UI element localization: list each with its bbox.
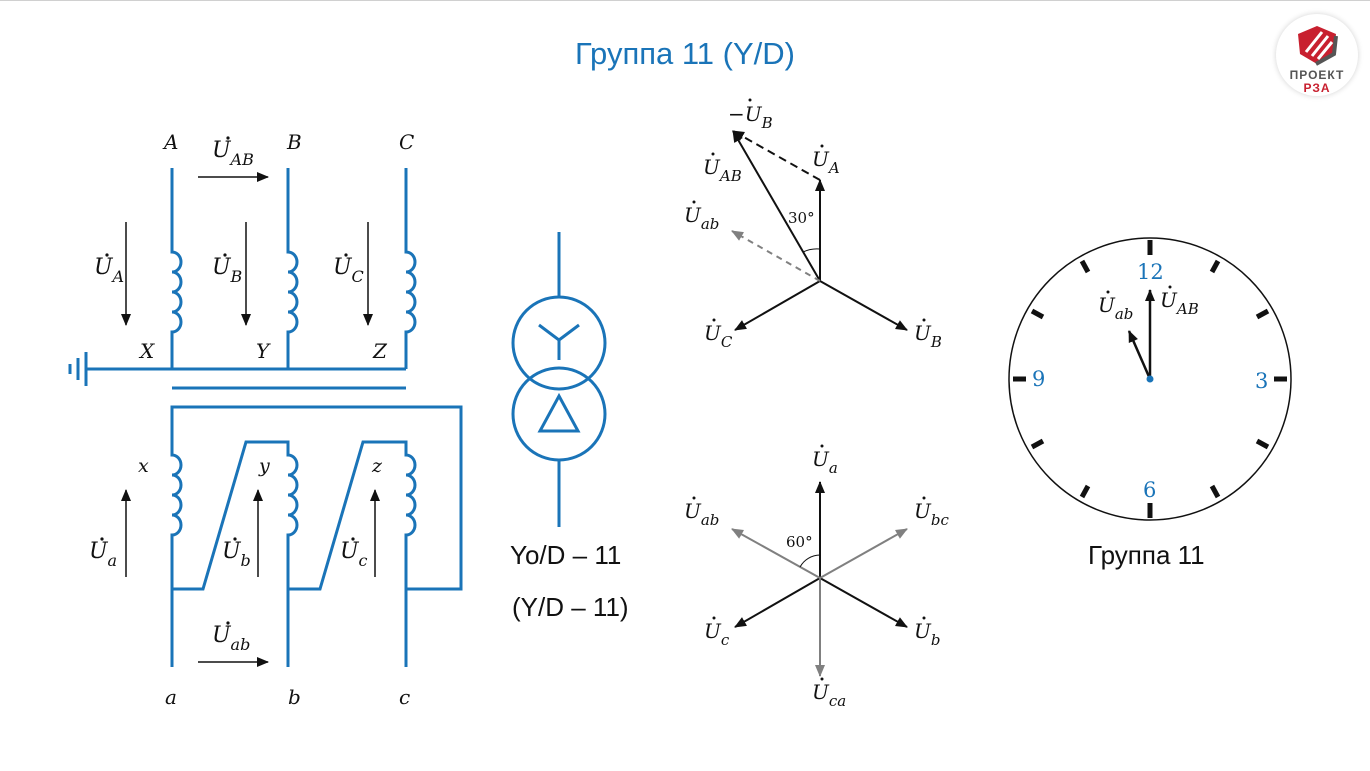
phasor-Ub [819, 577, 908, 628]
terminal-C: C [399, 130, 414, 154]
phasor-minus-UB [732, 130, 821, 181]
end-Y: Y [256, 339, 271, 363]
angle-arc-60 [799, 554, 821, 568]
star-icon [538, 323, 580, 360]
label-UB: UB [914, 321, 942, 351]
delta-icon [537, 392, 581, 433]
label-uab-primary: UAB [212, 138, 254, 169]
phasor-Ubc [819, 528, 908, 579]
logo-shield-icon [1298, 26, 1338, 66]
schematic-labels: A B C X Y Z x y z a b c UAB UA UB UC Ua … [89, 130, 414, 709]
ground-icon [68, 352, 88, 386]
clock-caption: Группа 11 [1088, 540, 1205, 570]
clock-dots [1106, 285, 1172, 294]
phasor-dots-secondary [692, 444, 926, 681]
clock-center [1146, 375, 1154, 383]
schematic-arrows [121, 172, 380, 667]
phasor-Uc [734, 577, 821, 628]
phasor-UC [734, 280, 821, 331]
label-Uc: Uc [704, 619, 730, 649]
star-winding-circle [511, 295, 607, 391]
clock-ticks [1013, 240, 1287, 518]
label-ua-secondary: Ua [89, 539, 117, 570]
terminal-B: B [286, 130, 302, 154]
label-Ubc: Ubc [914, 499, 949, 529]
angle-arc-30 [802, 248, 821, 253]
label-Ub: Ub [914, 619, 940, 649]
clock-number-3: 3 [1255, 369, 1268, 393]
phasor-dots-primary [692, 98, 926, 322]
label-Uab-ref: Uab [684, 203, 719, 233]
label-uc-secondary: Uc [340, 539, 368, 570]
phasor-Uab [731, 528, 821, 579]
phasor-Uab-ref [731, 230, 821, 282]
label-minus-UB: −UB [728, 102, 773, 132]
clock-label-Uab: Uab [1098, 293, 1133, 323]
label-ub-primary: UB [212, 255, 243, 286]
label-UA: UA [812, 147, 840, 177]
clock-number-12: 12 [1137, 260, 1164, 284]
clock-number-9: 9 [1032, 367, 1045, 391]
symbol-caption-1: Yo/D – 11 [510, 540, 622, 570]
label-UAB: UAB [703, 155, 742, 185]
clock-hand-Uab [1127, 330, 1152, 380]
logo-text-rza: РЗА [1303, 81, 1331, 95]
logo-text-project: ПРОЕКТ [1289, 68, 1345, 82]
start-z: z [371, 455, 383, 477]
label-Uca: Uca [812, 680, 846, 710]
phasor-diagram-secondary: 60° Ua Uab Ubc Uc Ub Uca [684, 444, 949, 710]
primary-winding-b [286, 168, 299, 369]
secondary-windings [170, 405, 463, 667]
clock-label-UAB: UAB [1160, 288, 1199, 318]
phasor-diagram-primary: 30° −UB UA UAB Uab UC UB [684, 98, 942, 351]
start-x: x [138, 455, 149, 477]
page-title: Группа 11 (Y/D) [575, 36, 795, 71]
transformer-schematic [68, 168, 463, 667]
label-uc-primary: UC [333, 255, 364, 286]
terminal-c: c [399, 685, 410, 709]
symbol-caption-2: (Y/D – 11) [512, 592, 629, 622]
phasor-UAB [732, 130, 821, 282]
transformer-symbol [511, 232, 607, 527]
delta-winding-circle [511, 366, 607, 462]
phasor-UB [819, 280, 908, 331]
start-y: y [258, 455, 270, 477]
phasor-dots [100, 136, 355, 625]
end-X: X [138, 339, 155, 363]
clock-circle [1008, 237, 1292, 521]
label-ua-primary: UA [94, 255, 124, 286]
terminal-b: b [288, 685, 301, 709]
terminal-a: a [165, 685, 177, 709]
logo: ПРОЕКТ РЗА [1276, 14, 1358, 96]
primary-winding-c [404, 168, 417, 369]
angle-label-60: 60° [786, 533, 813, 551]
terminal-A: A [162, 130, 178, 154]
label-UC: UC [704, 321, 733, 351]
angle-label-30: 30° [788, 209, 815, 227]
clock-face: 12 3 6 9 Uab UAB [1008, 237, 1292, 521]
label-Uab: Uab [684, 499, 719, 529]
label-uab-secondary: Uab [212, 623, 250, 654]
end-Z: Z [372, 339, 388, 363]
clock-number-6: 6 [1143, 478, 1156, 502]
label-Ua: Ua [812, 447, 838, 477]
label-ub-secondary: Ub [222, 539, 251, 570]
top-divider [0, 0, 1370, 1]
primary-winding-a [170, 168, 183, 369]
